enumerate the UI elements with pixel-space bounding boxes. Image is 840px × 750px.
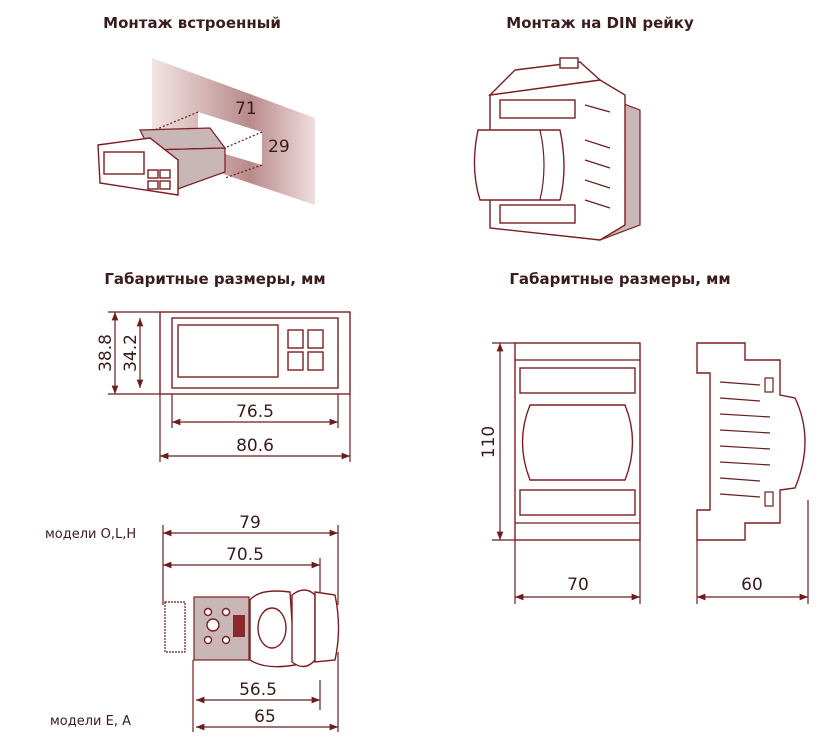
dim-70-5: 70.5 — [226, 545, 264, 565]
dim-34-2: 34.2 — [121, 334, 141, 372]
label-models-olh: модели O,L,H — [45, 527, 136, 542]
dim-79: 79 — [239, 513, 261, 533]
title-dims-right: Габаритные размеры, мм — [509, 270, 730, 288]
label-models-ea: модели E, A — [50, 714, 131, 729]
title-dims-left: Габаритные размеры, мм — [104, 270, 325, 288]
dim-38-8: 38.8 — [96, 334, 116, 372]
din-illustration — [473, 57, 641, 241]
din-front-view: 110 70 — [479, 342, 641, 604]
cutout-height-label: 29 — [268, 137, 290, 157]
dim-65: 65 — [254, 707, 276, 727]
flush-mount-illustration: 71 29 — [97, 58, 315, 205]
dim-76-5: 76.5 — [236, 402, 274, 422]
title-flush-mount: Монтаж встроенный — [103, 14, 281, 32]
cutout-width-label: 71 — [235, 99, 257, 119]
din-side-view: 60 — [696, 342, 809, 604]
dim-70: 70 — [567, 575, 589, 595]
dim-110: 110 — [479, 426, 499, 458]
dim-80-6: 80.6 — [236, 436, 274, 456]
panel-front-view: 38.8 34.2 76.5 80.6 — [96, 311, 351, 462]
dim-60: 60 — [741, 575, 763, 595]
title-din-mount: Монтаж на DIN рейку — [506, 14, 694, 32]
panel-side-view: модели O,L,H модели E, A 79 70.5 56.5 65 — [45, 513, 340, 732]
dim-56-5: 56.5 — [239, 680, 277, 700]
